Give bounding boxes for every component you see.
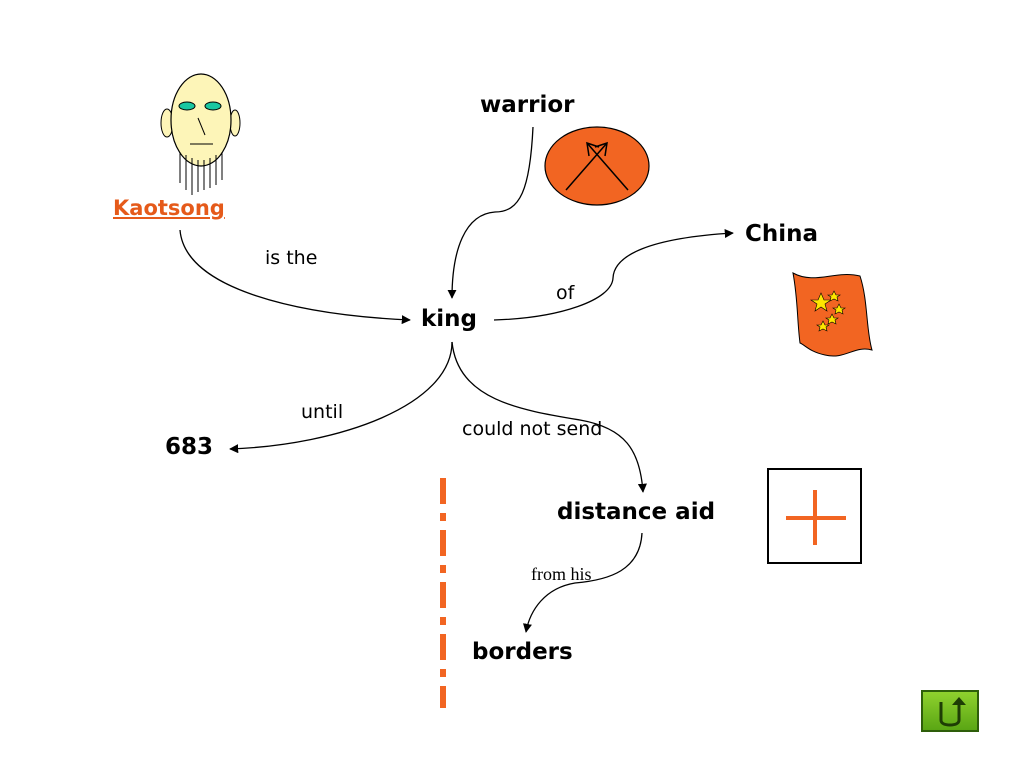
edge-label-is-the: is the <box>265 247 318 269</box>
back-arrow-icon <box>939 697 966 727</box>
connector-warrior-king <box>447 126 534 299</box>
node-china: China <box>745 221 819 247</box>
edge-label-of: of <box>556 282 575 304</box>
node-king: king <box>421 306 478 332</box>
node-683: 683 <box>165 434 214 460</box>
node-warrior: warrior <box>480 92 575 118</box>
edge-label-from-his: from his <box>531 564 592 584</box>
connector-distance-aid-borders <box>522 532 643 633</box>
connector-king-683 <box>229 341 453 454</box>
node-distance-aid: distance aid <box>557 499 716 525</box>
edge-label-could-not-send: could not send <box>462 418 603 440</box>
connector-king-distance-aid <box>451 341 647 493</box>
node-kaotsong-link[interactable]: Kaotsong <box>113 196 225 220</box>
connector-kaotsong-king <box>179 229 411 325</box>
crossed-arrows-shield-icon <box>544 126 650 206</box>
face-icon <box>160 73 241 195</box>
china-flag-icon <box>792 272 873 357</box>
edge-label-until: until <box>301 401 344 423</box>
back-button[interactable] <box>921 690 979 732</box>
node-borders: borders <box>472 639 573 665</box>
plus-box-icon <box>767 468 862 564</box>
connector-king-china <box>493 228 734 321</box>
